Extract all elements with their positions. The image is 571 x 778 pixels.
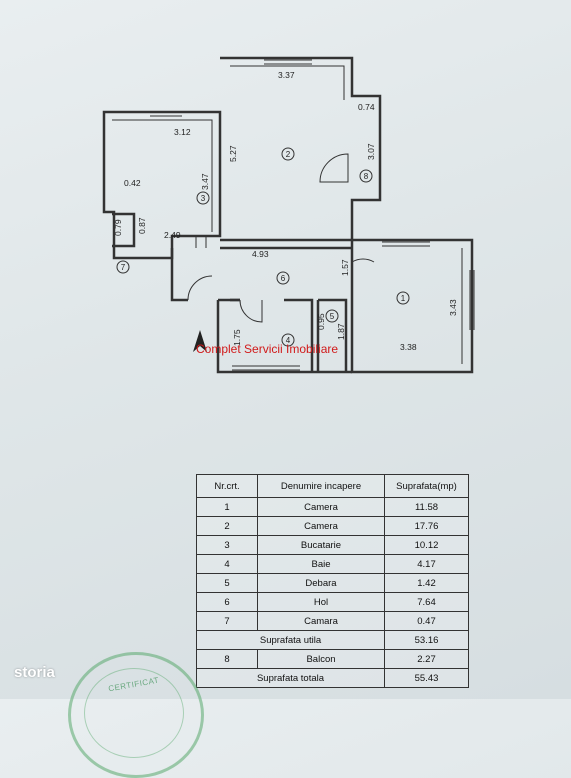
bathroom-walls <box>216 298 352 374</box>
table-cell: 8 <box>196 649 258 669</box>
table-cell: 5 <box>196 573 258 593</box>
north-arrow-icon <box>193 330 207 352</box>
dim-text: 0.95 <box>316 313 326 330</box>
room-label-8: 8 <box>364 172 369 181</box>
header-area: Suprafata(mp) <box>384 474 469 498</box>
dim-text: 3.12 <box>174 127 191 137</box>
plan-element <box>359 169 373 183</box>
dim-text: 1.57 <box>340 259 350 276</box>
plan-element <box>102 56 474 374</box>
plan-element: 2 1 3 4 5 6 7 8 <box>121 150 406 345</box>
plan-element <box>396 291 410 305</box>
table-cell: Suprafata totala <box>196 668 385 688</box>
floor-plan: 2 1 3 4 5 6 7 8 3.37 3.12 5.27 0.74 3.07… <box>102 56 475 374</box>
table-cell: Debara <box>257 573 385 593</box>
table-cell: 2.27 <box>384 649 469 669</box>
plan-element <box>276 271 290 285</box>
room-1-walls <box>350 238 474 374</box>
dim-text: 0.79 <box>113 219 123 236</box>
storia-logo: storia <box>14 664 55 681</box>
room-label-4: 4 <box>286 336 291 345</box>
watermark: Complet Servicii Imobiliare <box>196 342 339 356</box>
dim-text: 1.87 <box>336 323 346 340</box>
dim-text: 0.74 <box>358 102 375 112</box>
dim-text: 3.38 <box>400 342 417 352</box>
dim-text: 5.27 <box>228 145 238 162</box>
plan-element <box>187 275 213 301</box>
room-label-5: 5 <box>330 312 335 321</box>
room-label-7: 7 <box>121 263 126 272</box>
dim-text: 0.42 <box>124 178 141 188</box>
plan-element <box>351 258 375 263</box>
table-cell: 6 <box>196 592 258 612</box>
table-cell: Baie <box>257 554 385 574</box>
table-cell: Hol <box>257 592 385 612</box>
closet-walls <box>112 212 136 248</box>
dim-text: 3.07 <box>366 143 376 160</box>
plan-element: 3.37 3.12 5.27 0.74 3.07 3.47 0.42 0.79 … <box>113 70 458 352</box>
table-header-row: Nr.crt. Denumire incapere Suprafata(mp) <box>196 474 469 498</box>
area-table: Nr.crt. Denumire incapere Suprafata(mp) … <box>196 474 469 688</box>
table-cell: 55.43 <box>384 668 469 688</box>
header-nr: Nr.crt. <box>196 474 258 498</box>
room-3-inner <box>112 119 213 232</box>
dim-text: 3.37 <box>278 70 295 80</box>
room-2-walls <box>220 56 382 242</box>
room-label-3: 3 <box>201 194 206 203</box>
plan-element <box>281 333 295 347</box>
table-cell: 4.17 <box>384 554 469 574</box>
table-cell: 1 <box>196 497 258 517</box>
dim-text: 3.43 <box>448 299 458 316</box>
table-cell: 10.12 <box>384 535 469 555</box>
table-cell: Balcon <box>257 649 385 669</box>
table-cell: 1.42 <box>384 573 469 593</box>
room-label-1: 1 <box>401 294 406 303</box>
table-cell: 53.16 <box>384 630 469 650</box>
dim-text: 0.87 <box>137 217 147 234</box>
table-cell: 17.76 <box>384 516 469 536</box>
table-cell: 3 <box>196 535 258 555</box>
room-label-6: 6 <box>281 274 286 283</box>
dim-text: 4.93 <box>252 249 269 259</box>
table-cell: Camara <box>257 611 385 631</box>
plan-element <box>196 191 210 205</box>
table-cell: 2 <box>196 516 258 536</box>
plan-element <box>281 147 295 161</box>
dim-text: 1.75 <box>232 329 242 346</box>
table-cell: 7 <box>196 611 258 631</box>
room-label-2: 2 <box>286 150 291 159</box>
table-cell: 4 <box>196 554 258 574</box>
dim-text: 2.49 <box>164 230 181 240</box>
table-cell: Suprafata utila <box>196 630 385 650</box>
plan-element <box>116 147 410 347</box>
table-cell: 7.64 <box>384 592 469 612</box>
header-name: Denumire incapere <box>257 474 385 498</box>
table-cell: Camera <box>257 497 385 517</box>
room-2-inner <box>230 65 345 100</box>
plan-element <box>187 153 375 323</box>
plan-element <box>195 236 207 248</box>
plan-element <box>319 153 349 183</box>
plan-element <box>239 299 263 323</box>
dim-text: 3.47 <box>200 173 210 190</box>
plan-element <box>116 260 130 274</box>
table-cell: 11.58 <box>384 497 469 517</box>
plan-element <box>325 309 339 323</box>
table-cell: 0.47 <box>384 611 469 631</box>
table-cell: Camera <box>257 516 385 536</box>
table-cell: Bucatarie <box>257 535 385 555</box>
plan-element <box>150 59 475 371</box>
